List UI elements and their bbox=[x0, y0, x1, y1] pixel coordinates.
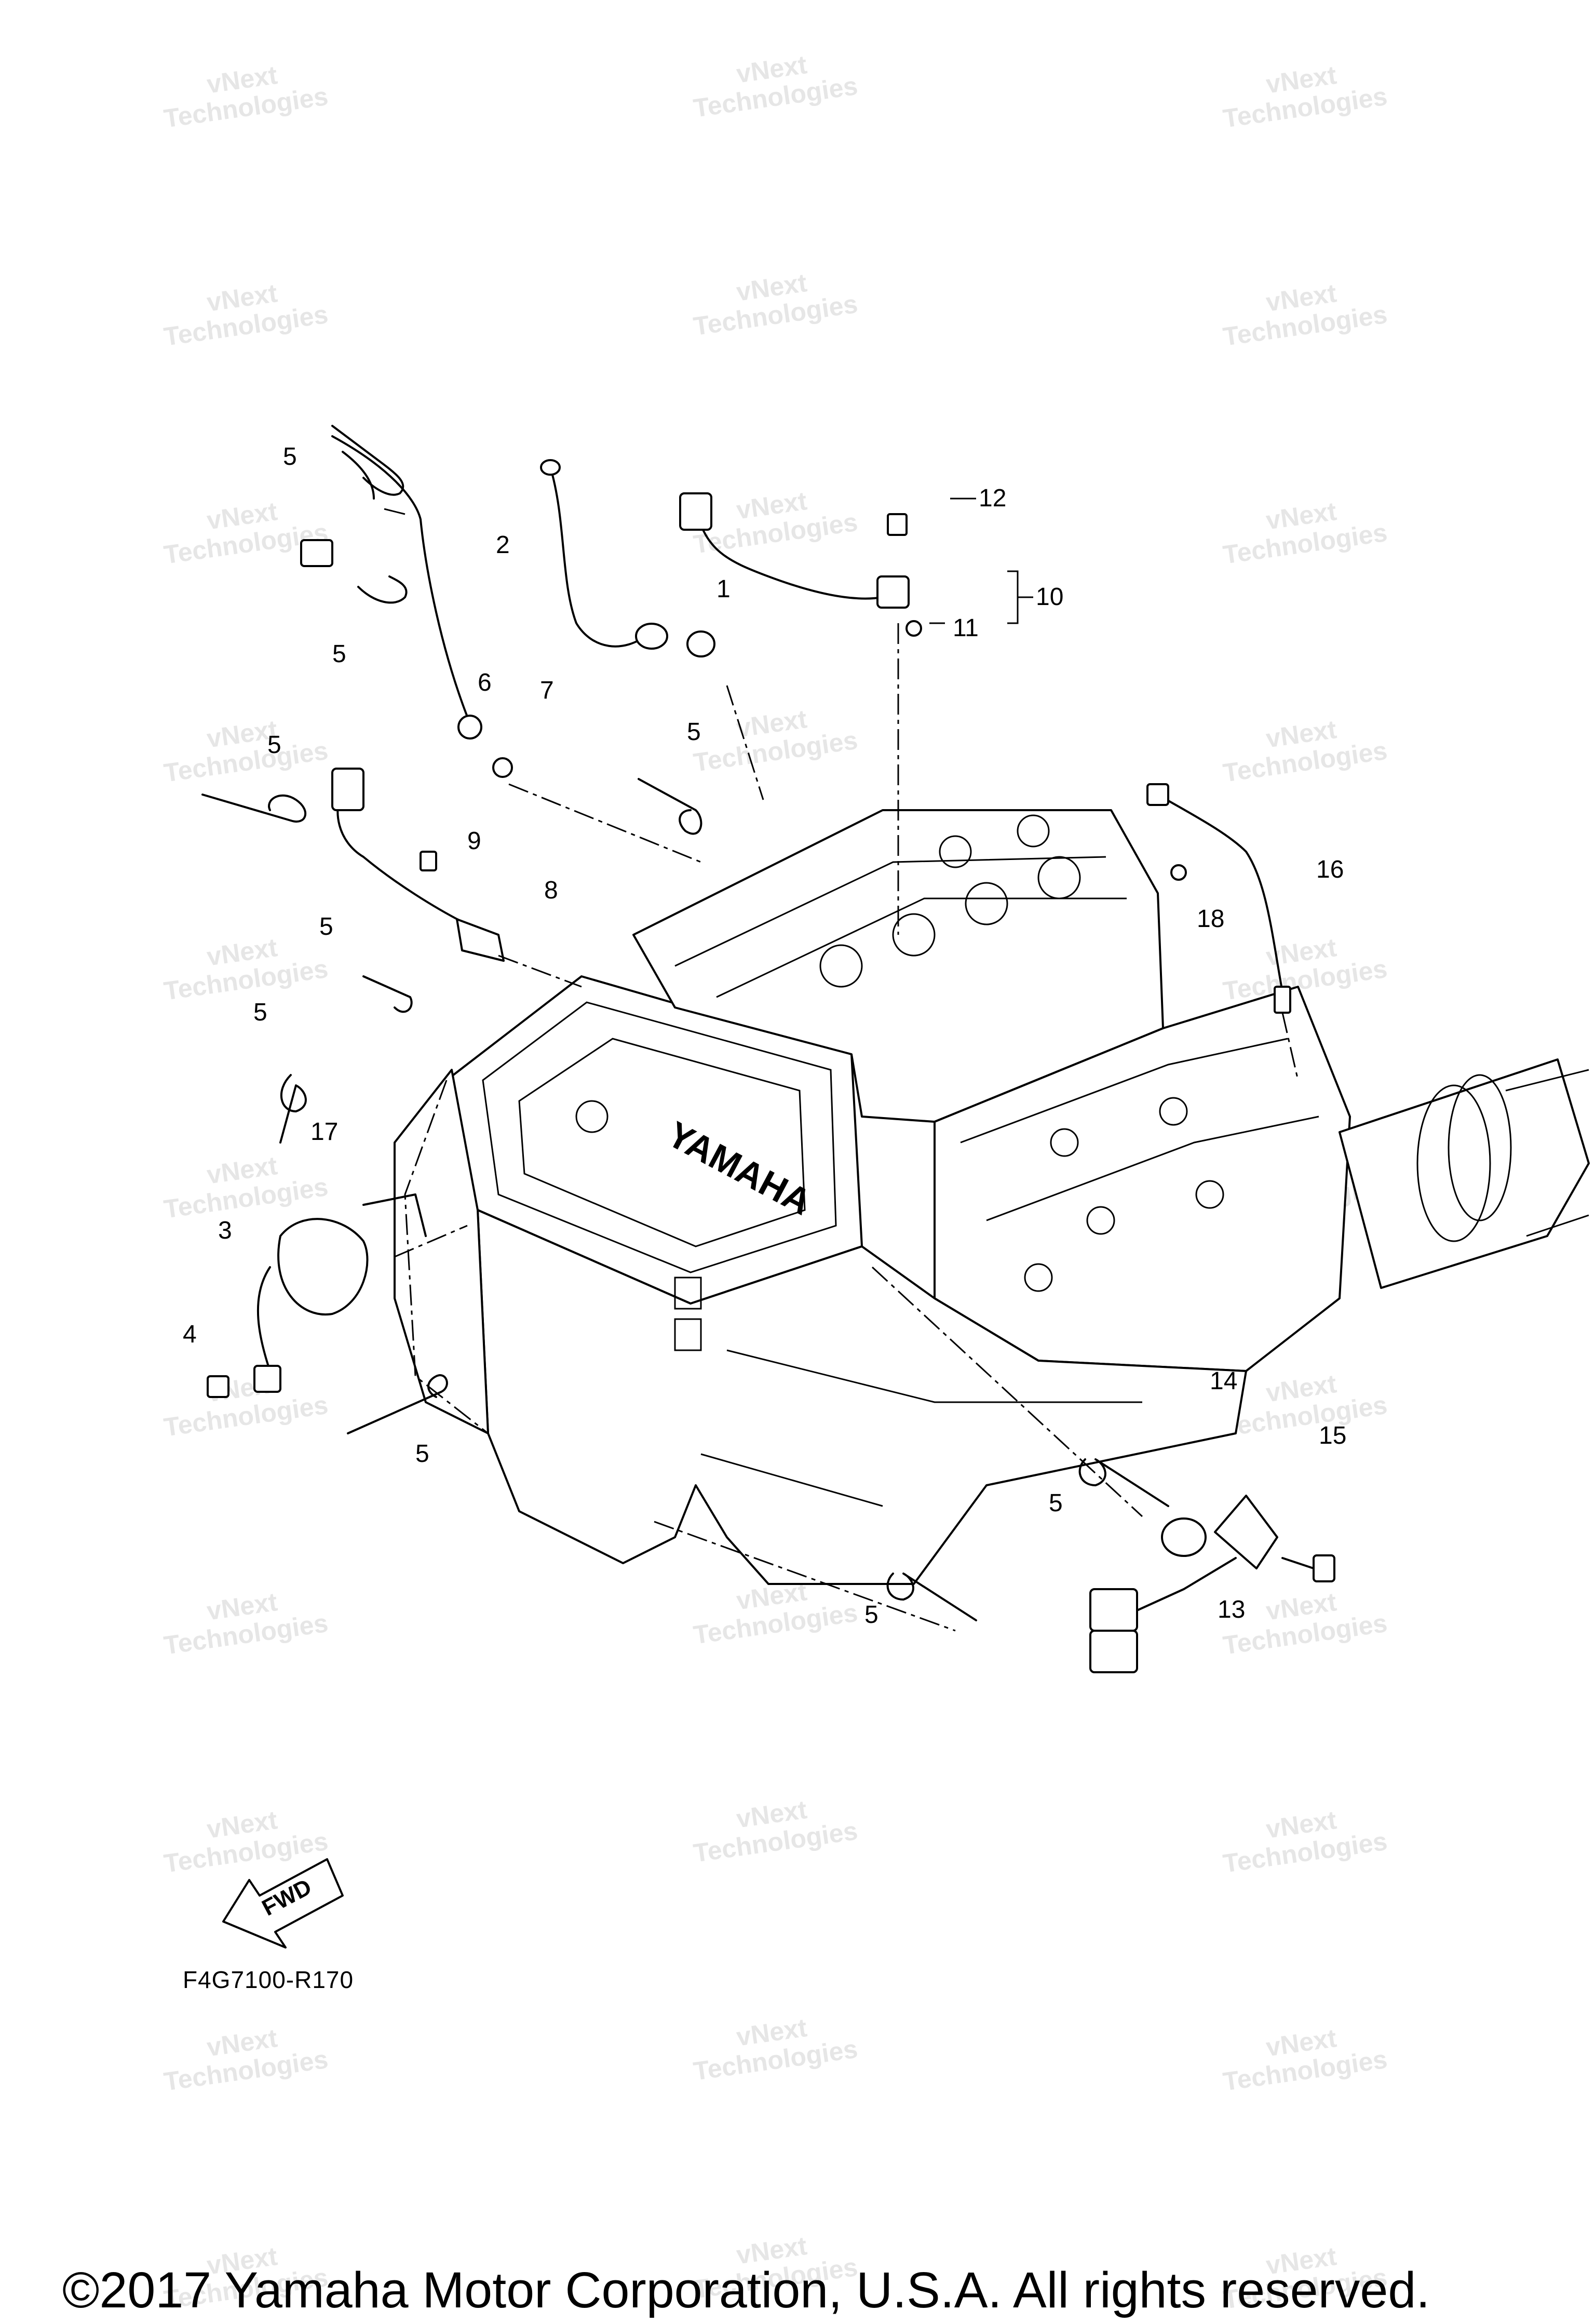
callout-2: 2 bbox=[496, 531, 510, 559]
callout-1: 1 bbox=[717, 575, 731, 603]
callout-5: 5 bbox=[283, 443, 297, 471]
copyright-notice: ©2017 Yamaha Motor Corporation, U.S.A. A… bbox=[62, 2262, 1430, 2318]
left-housing bbox=[394, 1069, 489, 1434]
callout-5: 5 bbox=[332, 640, 346, 668]
callout-12: 12 bbox=[979, 485, 1007, 512]
wire-harness-top bbox=[207, 435, 1291, 1398]
part-15-bolt bbox=[1281, 1554, 1335, 1582]
callout-5: 5 bbox=[415, 1440, 429, 1468]
callout-6: 6 bbox=[478, 669, 492, 696]
engine-cover: YAMAHA bbox=[445, 975, 863, 1305]
leader-lines bbox=[384, 498, 1299, 1632]
exhaust-manifold bbox=[934, 986, 1351, 1372]
callout-16: 16 bbox=[1316, 856, 1344, 883]
callout-5: 5 bbox=[253, 999, 267, 1026]
callout-10: 10 bbox=[1036, 583, 1064, 611]
callout-11: 11 bbox=[953, 614, 979, 642]
callout-4: 4 bbox=[183, 1321, 197, 1348]
part-13-sensor bbox=[1089, 1495, 1278, 1673]
callout-18: 18 bbox=[1197, 905, 1225, 933]
cylinder-head bbox=[632, 809, 1164, 1123]
callout-7: 7 bbox=[540, 677, 554, 704]
callout-5: 5 bbox=[319, 913, 333, 941]
intake-duct bbox=[1339, 1058, 1590, 1289]
callout-5: 5 bbox=[1049, 1489, 1063, 1517]
diagram-code: F4G7100-R170 bbox=[183, 1966, 354, 1993]
callout-5: 5 bbox=[864, 1601, 878, 1629]
fwd-arrow: FWD bbox=[222, 1858, 344, 1949]
callout-5: 5 bbox=[267, 731, 281, 759]
callout-9: 9 bbox=[467, 827, 481, 855]
callout-15: 15 bbox=[1319, 1422, 1347, 1449]
cable-ties bbox=[201, 425, 1169, 1621]
part-14-gasket bbox=[1161, 1517, 1207, 1557]
callout-17: 17 bbox=[310, 1118, 339, 1146]
callout-13: 13 bbox=[1218, 1596, 1246, 1623]
callout-3: 3 bbox=[218, 1217, 232, 1244]
callout-5: 5 bbox=[687, 718, 701, 746]
crankcase bbox=[477, 1209, 1247, 1585]
callout-8: 8 bbox=[544, 877, 558, 904]
callout-14: 14 bbox=[1210, 1367, 1238, 1395]
